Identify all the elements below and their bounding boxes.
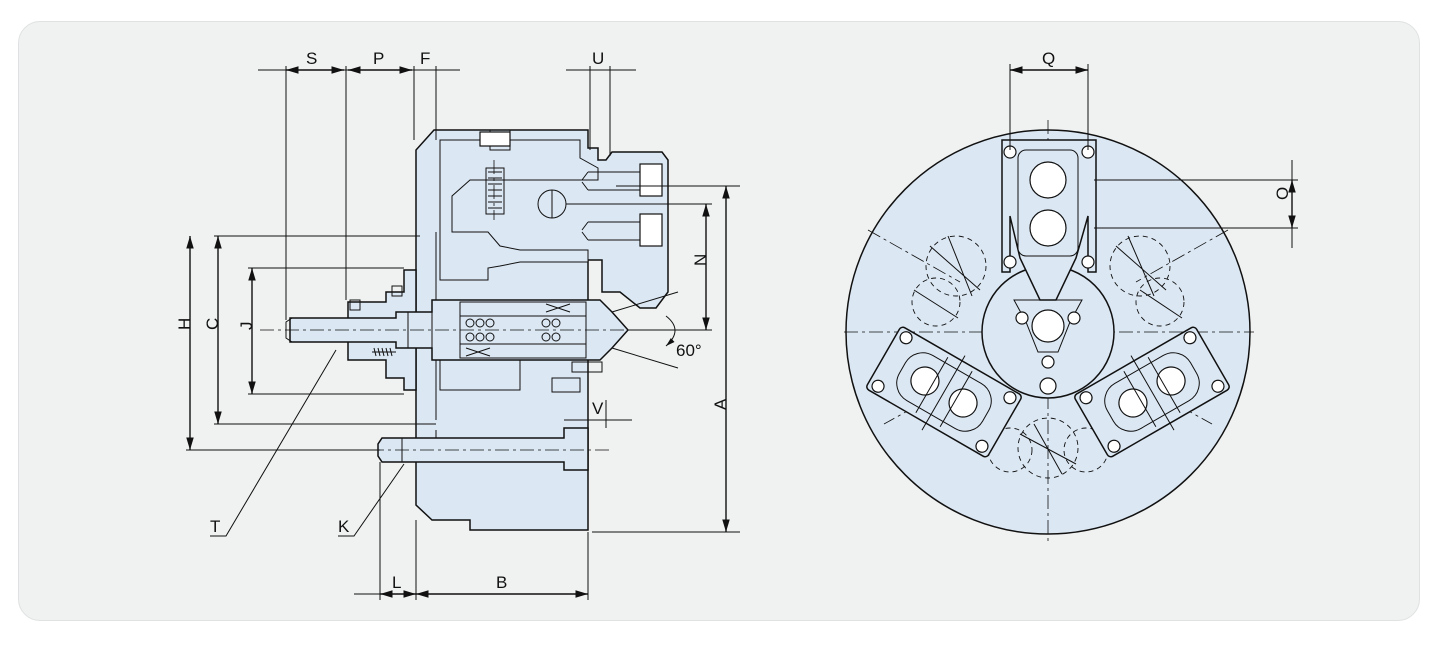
dim-label-k: K <box>338 517 350 536</box>
dim-label-c: C <box>203 318 222 330</box>
dim-label-u: U <box>592 49 604 68</box>
screw-head-top <box>479 131 511 147</box>
side-view <box>260 129 700 531</box>
side-view-dimensions <box>186 66 740 600</box>
spindle-shaft <box>289 299 630 361</box>
dim-label-l: L <box>392 573 401 592</box>
lower-right-jaw <box>1074 326 1230 458</box>
dim-label-a: A <box>711 398 730 410</box>
dim-label-f: F <box>420 49 430 68</box>
top-jaw-hole-upper <box>1029 161 1067 199</box>
inner-cavity <box>439 139 599 281</box>
dim-label-p: P <box>373 49 384 68</box>
angle-label: 60° <box>676 341 702 360</box>
front-view-labels: Q O <box>1042 49 1292 200</box>
side-view-labels: S P F U H C J N A V T K L B 60° <box>175 49 730 592</box>
dim-label-n: N <box>691 254 710 266</box>
dim-label-h: H <box>175 318 194 330</box>
socket-screw-lower <box>639 213 663 247</box>
hidden-circles <box>911 235 1185 479</box>
dim-label-j: J <box>237 322 256 331</box>
ball-bearings <box>465 318 561 342</box>
top-jaw-hole-lower <box>1029 209 1067 247</box>
dim-label-o: O <box>1273 187 1292 200</box>
dim-label-v: V <box>592 399 604 418</box>
mounting-bolt <box>377 427 589 471</box>
front-view-dimensions <box>1009 64 1296 248</box>
lower-left-jaw <box>866 326 1022 458</box>
dim-label-b: B <box>496 573 507 592</box>
centre-bore <box>1031 309 1065 343</box>
dim-label-q: Q <box>1042 49 1055 68</box>
dim-label-t: T <box>210 517 220 536</box>
front-view <box>844 120 1298 544</box>
dim-label-s: S <box>306 49 317 68</box>
socket-screw-upper <box>639 163 663 197</box>
